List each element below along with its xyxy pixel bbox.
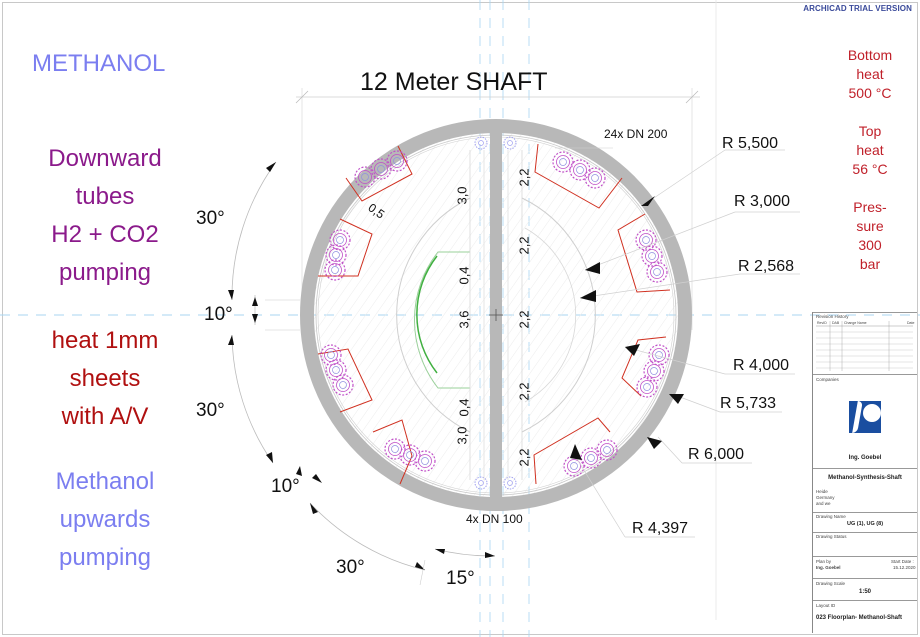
angle-label: 10°	[271, 476, 300, 497]
angle-label: 30°	[196, 208, 225, 229]
drawing-name-label: Drawing Name	[816, 514, 846, 519]
note-line: Pres-	[853, 199, 887, 215]
drawing-status-label: Drawing Status	[816, 534, 847, 539]
note-line: H2 + CO2	[51, 221, 159, 248]
layout-id-section: Layout ID 023 Floorplan- Methanol-Shaft	[813, 600, 917, 634]
drawing-scale-section: Drawing Scale 1:50	[813, 578, 917, 601]
radius-label: R 5,733	[720, 395, 777, 412]
note-line: upwards	[59, 506, 151, 533]
heat-sheets-note: heat 1mm sheets with A/V	[30, 322, 180, 436]
column-header: DAB	[832, 321, 840, 325]
address-line: Heide	[816, 489, 828, 494]
dimension-label: 3,0	[454, 186, 470, 205]
note-line: 500 °C	[848, 85, 892, 101]
radius-label: R 4,397	[632, 520, 689, 537]
address-line: Germany	[816, 495, 835, 500]
bottom-heat-note: Bottom heat 500 °C	[834, 46, 906, 103]
pressure-note: Pres- sure 300 bar	[834, 198, 906, 274]
column-header: Change Name	[844, 321, 867, 325]
note-line: sheets	[69, 365, 141, 392]
note-line: pumping	[58, 544, 152, 571]
revision-table-grid	[816, 321, 913, 371]
logo-circle	[863, 404, 881, 422]
radius-label: R 5,500	[722, 135, 779, 152]
downward-tubes-note: Downward tubes H2 + CO2 pumping	[30, 140, 180, 292]
revision-history-section: Revision History RevID DAB Change Name D…	[813, 312, 917, 375]
note-line: pumping	[58, 259, 152, 286]
project-section: Methanol-Synthesis-Shaft Heide Germany a…	[813, 468, 917, 513]
note-line: sure	[856, 218, 884, 234]
angle-label: 10°	[204, 304, 233, 325]
drawing-name-section: Drawing Name UG (1), UG (8)	[813, 512, 917, 533]
note-line: heat	[856, 66, 884, 82]
dimension-label: 2,2	[516, 310, 532, 329]
drawing-status-section: Drawing Status	[813, 532, 917, 557]
note-line: bar	[859, 256, 881, 272]
angle-label: 15°	[446, 568, 475, 589]
title-block: Revision History RevID DAB Change Name D…	[812, 312, 917, 633]
note-line: Methanol	[55, 468, 155, 495]
revision-history-label: Revision History	[816, 314, 849, 319]
dimension-label: 2,2	[516, 168, 532, 187]
dimension-label: 2,2	[516, 382, 532, 401]
methanol-heading: METHANOL	[32, 50, 166, 77]
note-line: heat 1mm	[51, 327, 159, 354]
radius-label: R 4,000	[733, 357, 790, 374]
top-heat-note: Top heat 56 °C	[834, 122, 906, 179]
note-line: 56 °C	[852, 161, 888, 177]
drawing-name: UG (1), UG (8)	[846, 521, 884, 527]
radius-label: R 6,000	[688, 446, 745, 463]
companies-label: Companies	[816, 377, 839, 382]
note-line: Top	[858, 123, 882, 139]
start-date-value: 15.12.2020	[893, 565, 916, 570]
plan-by-section: Plan by Ing. Goebel Start Date : 15.12.2…	[813, 556, 917, 579]
angle-label: 30°	[336, 557, 365, 578]
start-date-label: Start Date :	[891, 559, 914, 564]
dimension-label: 2,2	[516, 448, 532, 467]
layout-id: 023 Floorplan- Methanol-Shaft	[816, 615, 903, 621]
dimension-label: 0,4	[456, 266, 472, 285]
dimension-label: 0,4	[456, 398, 472, 417]
dimension-label: 2,2	[516, 236, 532, 255]
company-name: Ing. Goebel	[848, 455, 882, 461]
companies-section: Companies Ing. Goebel	[813, 374, 917, 469]
dimension-label: 3,6	[456, 310, 472, 329]
note-line: Downward	[48, 145, 162, 172]
drawing-scale: 1:50	[858, 589, 871, 595]
drawing-scale-label: Drawing Scale	[816, 581, 846, 586]
note-line: 300	[858, 237, 882, 253]
logo-stroke	[852, 401, 863, 433]
address-line: and we	[816, 501, 831, 506]
project-name: Methanol-Synthesis-Shaft	[828, 475, 902, 481]
radius-label: R 2,568	[738, 258, 795, 275]
radius-label: R 3,000	[734, 193, 791, 210]
pipe-label-bottom: 4x DN 100	[466, 512, 523, 526]
note-line: tubes	[75, 183, 135, 210]
drawing-title: 12 Meter SHAFT	[360, 68, 548, 96]
dimension-label: 3,0	[454, 426, 470, 445]
note-line: with A/V	[61, 403, 149, 430]
methanol-upwards-note: Methanol upwards pumping	[30, 463, 180, 577]
angle-label: 30°	[196, 400, 225, 421]
note-line: heat	[856, 142, 884, 158]
pipe-label-top: 24x DN 200	[604, 127, 668, 141]
layout-id-label: Layout ID	[816, 603, 836, 608]
column-header: RevID	[817, 321, 827, 325]
note-line: Bottom	[847, 47, 893, 63]
company-logo	[849, 401, 881, 433]
trial-watermark: ARCHICAD TRIAL VERSION	[803, 4, 912, 13]
column-header: Date	[907, 321, 915, 325]
plan-by-value: Ing. Goebel	[816, 565, 841, 570]
plan-by-label: Plan by	[816, 559, 832, 564]
